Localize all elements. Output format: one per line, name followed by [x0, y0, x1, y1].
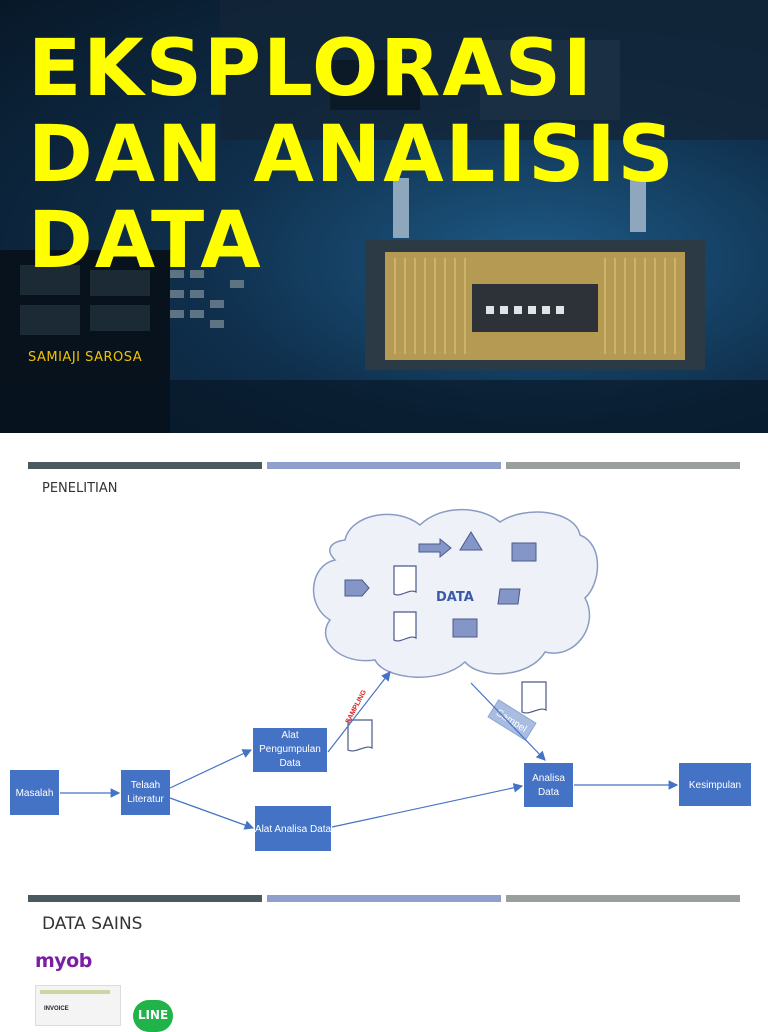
title-line-1: EKSPLORASI: [28, 24, 594, 114]
arrow-alat-analisa-to-analisa: [331, 783, 524, 828]
box-alat-analisa-data: Alat Analisa Data: [255, 806, 332, 851]
invoice-header-strip: [40, 990, 110, 994]
svg-text:Masalah: Masalah: [16, 788, 54, 799]
slide-header-bars: [28, 462, 741, 469]
line-app-logo: LINE: [133, 1000, 173, 1032]
square-shape-icon: [511, 542, 537, 562]
square-shape-icon: [452, 618, 478, 638]
invoice-label: INVOICE: [44, 1006, 69, 1012]
svg-text:Telaah: Telaah: [131, 780, 160, 791]
slide-heading-data-sains: DATA SAINS: [42, 914, 143, 934]
svg-text:Analisa: Analisa: [532, 773, 565, 784]
svg-text:Pengumpulan: Pengumpulan: [259, 744, 321, 755]
arrow-alat-to-cloud: [327, 671, 391, 753]
arrow-cloud-to-analisa: [470, 682, 546, 761]
header-bar-1: [28, 462, 262, 469]
box-masalah: Masalah: [10, 770, 59, 815]
research-flow-diagram: DATA Sampel SAMPLING Masalah Telaah Lite…: [10, 508, 751, 851]
header-bar-2: [267, 462, 501, 469]
arrow-telaah-to-alat-pengumpulan: [169, 749, 253, 789]
cloud-data-label: DATA: [436, 590, 474, 605]
arrow-shape-icon: [418, 537, 452, 559]
header-bar-1: [28, 895, 262, 902]
svg-text:Alat Analisa Data: Alat Analisa Data: [255, 824, 332, 835]
header-bar-2: [267, 895, 501, 902]
header-bar-3: [506, 895, 740, 902]
svg-text:Data: Data: [279, 758, 301, 769]
svg-text:Alat: Alat: [281, 730, 298, 741]
box-kesimpulan: Kesimpulan: [679, 763, 751, 806]
presentation-title: EKSPLORASI DAN ANALISIS DATA: [28, 26, 676, 284]
document-shape-icon: [347, 719, 373, 752]
scroll-shape-icon: [497, 588, 521, 605]
box-alat-pengumpulan-data: Alat Pengumpulan Data: [253, 728, 327, 772]
header-bar-3: [506, 462, 740, 469]
invoice-screenshot-thumbnail: INVOICE: [35, 985, 121, 1026]
triangle-shape-icon: [459, 531, 483, 551]
title-line-2: DAN ANALISIS: [28, 110, 676, 200]
circuit-board-image: [0, 0, 768, 433]
box-analisa-data: Analisa Data: [524, 763, 573, 807]
svg-text:Literatur: Literatur: [127, 794, 164, 805]
document-shape-icon: [393, 565, 417, 596]
svg-text:Data: Data: [538, 787, 560, 798]
title-slide: EKSPLORASI DAN ANALISIS DATA SAMIAJI SAR…: [0, 0, 768, 433]
pentagon-shape-icon: [344, 579, 370, 597]
document-shape-icon: [521, 681, 547, 714]
slide-header-bars: [28, 895, 741, 902]
myob-logo: myob: [35, 950, 92, 972]
arrow-telaah-to-alat-analisa: [169, 797, 255, 830]
title-line-3: DATA: [28, 196, 263, 286]
author-name: SAMIAJI SAROSA: [28, 350, 143, 365]
box-telaah-literatur: Telaah Literatur: [121, 770, 170, 815]
svg-text:Kesimpulan: Kesimpulan: [689, 780, 741, 791]
document-shape-icon: [393, 611, 417, 642]
slide-heading-penelitian: PENELITIAN: [42, 481, 118, 496]
